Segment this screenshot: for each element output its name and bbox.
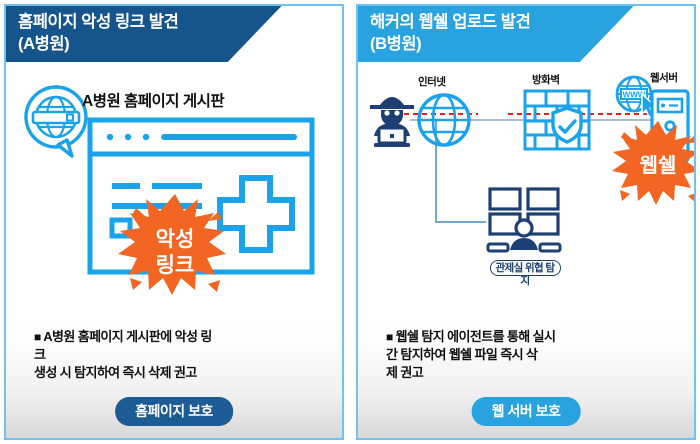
webserver-label: 웹서버 [650,72,678,84]
left-illustration: A병원 홈페이지 게시판 [6,62,342,324]
monitor-station-label-line1: 관제실 위협 탐 [489,260,561,276]
internet-label: 인터넷 [418,76,446,88]
left-bullet-text: ■ A병원 홈페이지 게시판에 악성 링 크 생성 시 탐지하여 즉시 삭제 권… [34,328,330,382]
right-panel-header: 해커의 웹쉘 업로드 발견 (B병원) [358,6,694,62]
right-bullet-text: ■ 웹쉘 탐지 에이전트를 통해 실시 간 탐지하여 웹쉘 파일 즉시 삭 제 … [386,328,682,382]
panel-homepage-malicious-link: 홈페이지 악성 링크 발견 (A병원) A병원 홈페이지 게시판 [4,4,344,440]
left-panel-header: 홈페이지 악성 링크 발견 (A병원) [6,6,342,62]
left-illustration-caption: A병원 홈페이지 게시판 [82,93,225,110]
firewall-shield-icon [523,89,591,151]
right-header-shape [358,6,634,62]
splat-label-line2: 링크 [156,254,195,277]
left-header-title: 홈페이지 악성 링크 발견 (A병원) [18,13,179,53]
left-header-shape [6,6,282,62]
splat-label-webshell: 웹쉘 [640,154,677,177]
monitor-station-label: 관제실 위협 탐 지 [467,260,583,288]
medical-cross-icon [217,175,295,253]
left-bullet-body: A병원 홈페이지 게시판에 악성 링 크 생성 시 탐지하여 즉시 삭제 권고 [34,329,212,380]
splat-label-line1: 악성 [156,228,195,251]
svg-text:WWW: WWW [623,91,646,100]
globe-speech-bubble-icon [24,85,88,158]
right-illustration: 인터넷 방화벽 [358,62,694,324]
right-pill-label[interactable]: 웹 서버 보호 [471,397,581,426]
right-bullet-block: ■ 웹쉘 탐지 에이전트를 통해 실시 간 탐지하여 웹쉘 파일 즉시 삭 제 … [358,316,694,438]
left-pill-label[interactable]: 홈페이지 보호 [115,397,233,426]
left-bullet-marker: ■ [34,330,41,344]
monitor-station-label-line2: 지 [520,275,530,287]
right-bullet-marker: ■ [386,330,393,344]
right-bullet-body: 웹쉘 탐지 에이전트를 통해 실시 간 탐지하여 웹쉘 파일 즉시 삭 제 권고 [386,329,556,380]
firewall-label: 방화벽 [532,74,560,86]
panel-webshell-upload: 해커의 웹쉘 업로드 발견 (B병원) [356,4,696,440]
orange-splat-icon: 웹쉘 [612,121,694,205]
hacker-laptop-icon [370,97,414,147]
right-header-title: 해커의 웹쉘 업로드 발견 (B병원) [370,13,531,53]
orange-splat-icon: 악성 링크 [118,194,226,295]
left-bullet-block: ■ A병원 홈페이지 게시판에 악성 링 크 생성 시 탐지하여 즉시 삭제 권… [6,316,342,438]
globe-icon [417,93,471,147]
monitoring-station-icon [486,187,562,253]
